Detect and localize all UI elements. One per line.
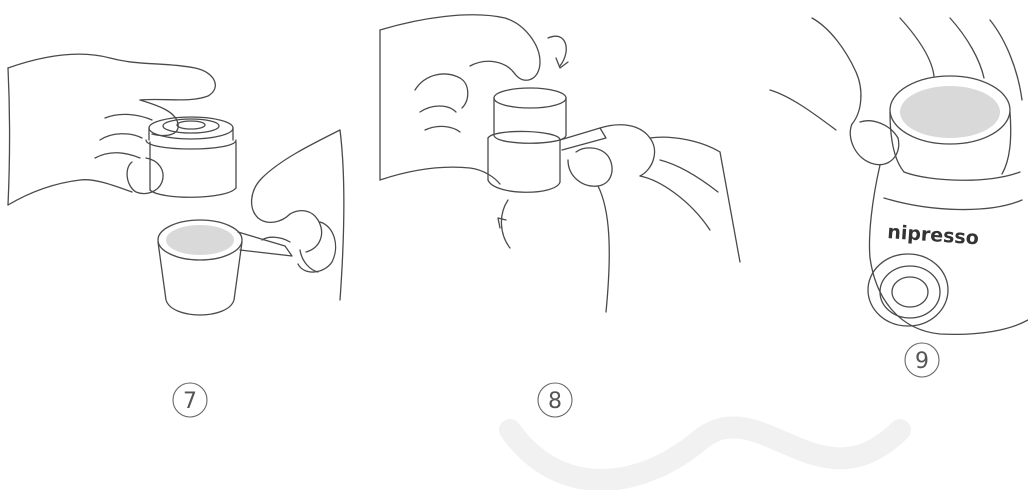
step-circle [904,342,940,378]
upper-hand-illustration [379,14,541,185]
step-number: 8 [548,389,562,414]
lower-hand-illustration [567,124,741,313]
step-circle [537,382,573,418]
step-badge-7: 7 [172,382,208,418]
step-circle [172,382,208,418]
filled-basket-illustration [889,75,1012,175]
panel-step-8 [379,14,741,313]
watermark-wave [499,416,911,491]
step-badge-9: 9 [904,342,940,378]
rotate-arrow-bottom-icon [500,199,511,249]
step-number: 9 [915,349,929,374]
espresso-machine-illustration [867,164,1028,336]
coffee-scoop-illustration [157,219,293,316]
filter-basket-illustration [145,116,237,198]
device-brand-text: nipresso [887,221,980,249]
panel-step-9 [769,17,1028,336]
right-hand-illustration [251,129,345,301]
panel-step-7 [7,53,345,316]
cylinder-assembly-illustration [487,87,567,193]
scoop-handle-illustration [559,127,607,151]
left-hand-illustration [7,53,216,206]
step-number: 7 [183,389,197,414]
step-badge-8: 8 [537,382,573,418]
rotate-arrow-top-icon [547,35,567,67]
top-hand-illustration [769,17,1023,166]
